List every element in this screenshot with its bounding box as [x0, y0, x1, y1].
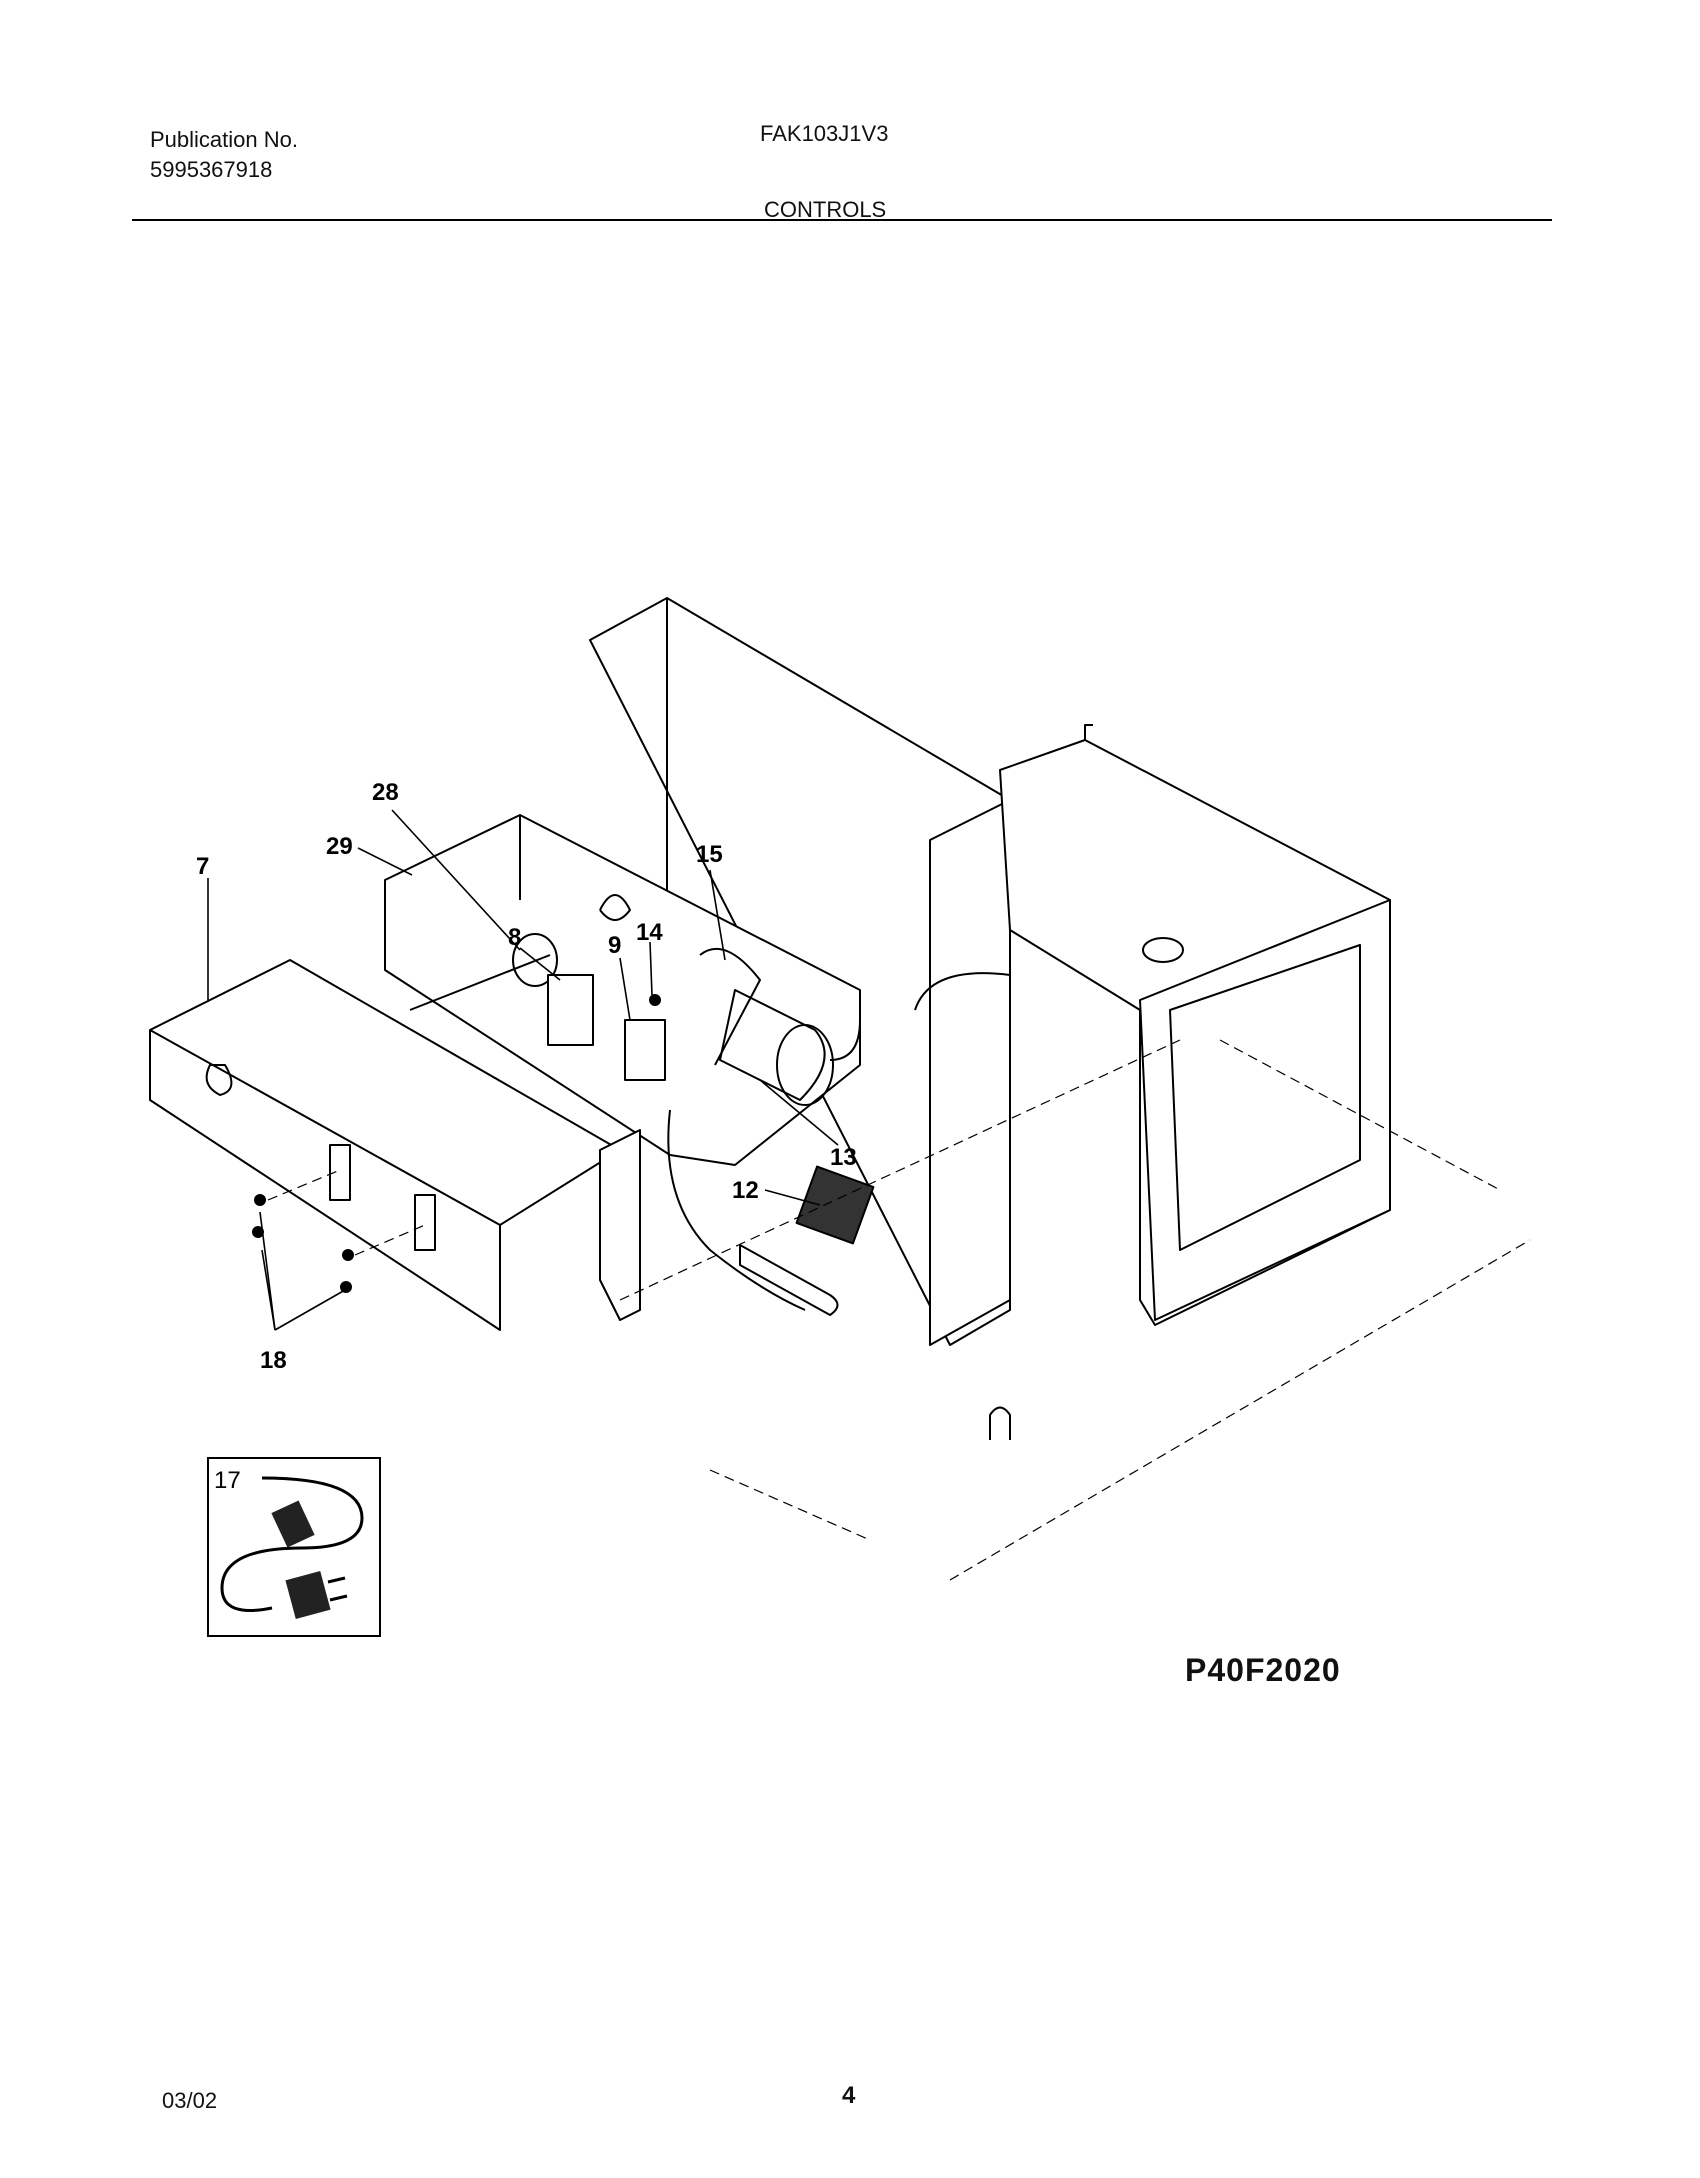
figure-code: P40F2020: [1185, 1652, 1341, 1688]
callout-9: 9: [608, 932, 621, 959]
callout-18: 18: [260, 1347, 287, 1374]
callout-12: 12: [732, 1177, 759, 1204]
sensor-bulb: [739, 1244, 839, 1316]
thermostat-tube: [667, 1109, 806, 1311]
publication-label: Publication No.: [150, 127, 298, 152]
mounting-bracket: [599, 1129, 641, 1321]
header-rule: [132, 219, 1552, 221]
callout-28: 28: [372, 779, 399, 806]
publication-number: 5995367918: [150, 157, 273, 182]
control-cover: [149, 959, 621, 1331]
model-number: FAK103J1V3: [760, 121, 889, 146]
switch-8: [547, 974, 594, 1046]
switch-9: [624, 1019, 666, 1081]
callout-17: 17: [214, 1467, 241, 1494]
callout-13: 13: [830, 1144, 857, 1171]
connector-12: [795, 1165, 875, 1245]
page-number: 4: [842, 2082, 856, 2109]
callout-8: 8: [508, 924, 521, 951]
cord-inset: [207, 1457, 381, 1637]
callout-29: 29: [326, 833, 353, 860]
control-box-tray: [384, 814, 861, 1166]
section-title: CONTROLS: [764, 197, 887, 222]
callout-7: 7: [196, 853, 209, 880]
right-frame: [999, 724, 1391, 1326]
callout-14: 14: [636, 919, 663, 946]
footer-date: 03/02: [162, 2088, 218, 2113]
callout-15: 15: [696, 841, 723, 868]
capacitor: [699, 947, 834, 1106]
